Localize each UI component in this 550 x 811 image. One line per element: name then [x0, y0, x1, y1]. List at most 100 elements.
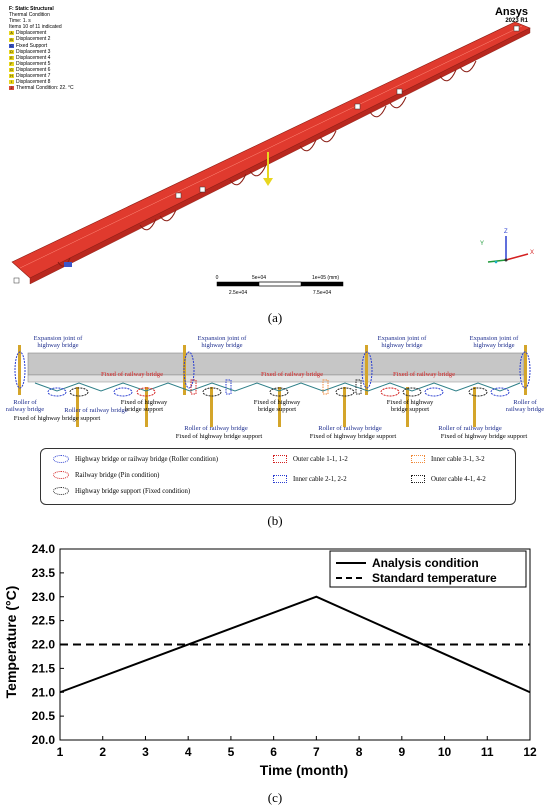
legend-label: Thermal Condition: 22. °C	[16, 85, 74, 92]
y-tick-label: 21.0	[32, 685, 56, 699]
x-tick-label: 2	[99, 745, 106, 759]
ansys-brand: Ansys 2023 R1	[495, 6, 528, 24]
ansys-logo: Ansys	[494, 6, 528, 18]
y-tick-label: 21.5	[32, 661, 56, 675]
legend-label: Displacement	[16, 30, 47, 37]
fixed-support-marker	[64, 262, 72, 267]
legend-roller: Highway bridge or railway bridge (Roller…	[53, 455, 218, 463]
legend-inner-cable-2: Inner cable 2-1, 2-2	[273, 475, 347, 483]
x-tick-label: 12	[523, 745, 537, 759]
legend-box	[329, 550, 527, 588]
fixed-condition-markers	[69, 387, 488, 397]
bridge-model-view: 0 5e+04 1e+05 (mm) 2.5e+04 7.5e+04 Z Y X	[11, 21, 534, 296]
ansys-version: 2023 R1	[505, 18, 528, 24]
legend-swatch: E	[9, 55, 14, 60]
legend-swatch: D	[9, 49, 14, 54]
analysis-time: Time: 1. s	[9, 18, 31, 25]
legend-label: Displacement 6	[16, 66, 51, 73]
outer-cable-1-marker	[190, 379, 197, 395]
schematic-legend: Highway bridge or railway bridge (Roller…	[40, 448, 516, 505]
legend-swatch: F	[9, 61, 14, 66]
fixed-railway-label-2: Fixed of railway bridge	[260, 371, 324, 378]
legend-label: Displacement 8	[16, 79, 51, 86]
legend-swatch: B	[9, 37, 14, 42]
bridge-schematic	[14, 345, 531, 427]
legend-label: Fixed Support	[16, 42, 48, 49]
caption-b: (b)	[267, 513, 283, 528]
series-line-1	[59, 595, 531, 694]
scale-bar	[216, 281, 344, 287]
legend-swatch: G	[9, 67, 14, 72]
cable-system	[34, 382, 521, 392]
caption-a: (a)	[267, 310, 283, 325]
y-tick-label: 23.5	[32, 566, 56, 580]
x-tick-label: 5	[228, 745, 235, 759]
x-tick-label: 8	[356, 745, 363, 759]
analysis-subtitle: Thermal Condition	[9, 12, 50, 19]
roller-railway-label-5: Roller of railway bridge	[318, 425, 382, 432]
support-markers	[13, 25, 520, 284]
x-tick-label: 9	[398, 745, 405, 759]
scale-label-0: 0	[216, 275, 219, 281]
scale-label-1e5: 1e+05 (mm)	[312, 275, 339, 281]
x-axis-label: Time (month)	[260, 762, 348, 778]
analysis-title: F: Static Structural	[9, 6, 54, 12]
load-arrow-head	[263, 178, 273, 186]
y-axis-label: Temperature (°C)	[3, 586, 19, 699]
deck-line	[19, 25, 523, 269]
axis-z-label: Z	[504, 229, 508, 235]
fixed-railway-label-3: Fixed of railway bridge	[392, 371, 456, 378]
fixed-highway-support-label-3: Fixed of highway bridge support	[175, 433, 263, 440]
outer-cable-4-marker	[355, 379, 362, 395]
legend-fixed: Highway bridge support (Fixed condition)	[53, 487, 190, 495]
legend-label: Displacement 5	[16, 60, 51, 67]
roller-condition-markers	[14, 351, 531, 397]
legend-outer-cable-4: Outer cable 4-1, 4-2	[411, 475, 486, 483]
legend-label-2: Standard temperature	[372, 571, 497, 585]
legend-swatch: J	[9, 86, 14, 91]
y-tick-label: 20.5	[32, 709, 56, 723]
inner-cable-3-marker	[322, 379, 329, 395]
legend-inner-cable-3: Inner cable 3-1, 3-2	[411, 455, 485, 463]
x-tick-label: 4	[185, 745, 192, 759]
legend-label: Displacement 3	[16, 48, 51, 55]
y-tick-label: 20.0	[32, 733, 56, 747]
x-tick-label: 1	[57, 745, 64, 759]
legend-outer-cable-1: Outer cable 1-1, 1-2	[273, 455, 348, 463]
legend-label: Displacement 2	[16, 36, 51, 43]
bridge-piers	[18, 345, 527, 427]
fixed-highway-support-label-left: Fixed of highway bridge support	[13, 415, 101, 422]
scale-label-5e4: 5e+04	[252, 275, 266, 281]
legend-label: Displacement 7	[16, 73, 51, 80]
roller-railway-label-7: Roller of railway bridge	[438, 425, 502, 432]
bridge-deck	[11, 21, 531, 279]
ansys-model-panel: F: Static Structural Thermal Condition T…	[0, 0, 550, 300]
analysis-items: Items 10 of 11 indicated	[9, 24, 62, 31]
y-tick-label: 23.0	[32, 590, 56, 604]
legend-label-1: Analysis condition	[372, 556, 479, 570]
legend-swatch: C	[9, 43, 14, 48]
x-tick-label: 6	[270, 745, 277, 759]
bridge-deck-side	[29, 27, 531, 285]
legend-swatch: I	[9, 80, 14, 85]
ansys-legend: F: Static Structural Thermal Condition T…	[9, 6, 74, 91]
legend-swatch: A	[9, 31, 14, 36]
axis-y-label: Y	[480, 241, 484, 247]
